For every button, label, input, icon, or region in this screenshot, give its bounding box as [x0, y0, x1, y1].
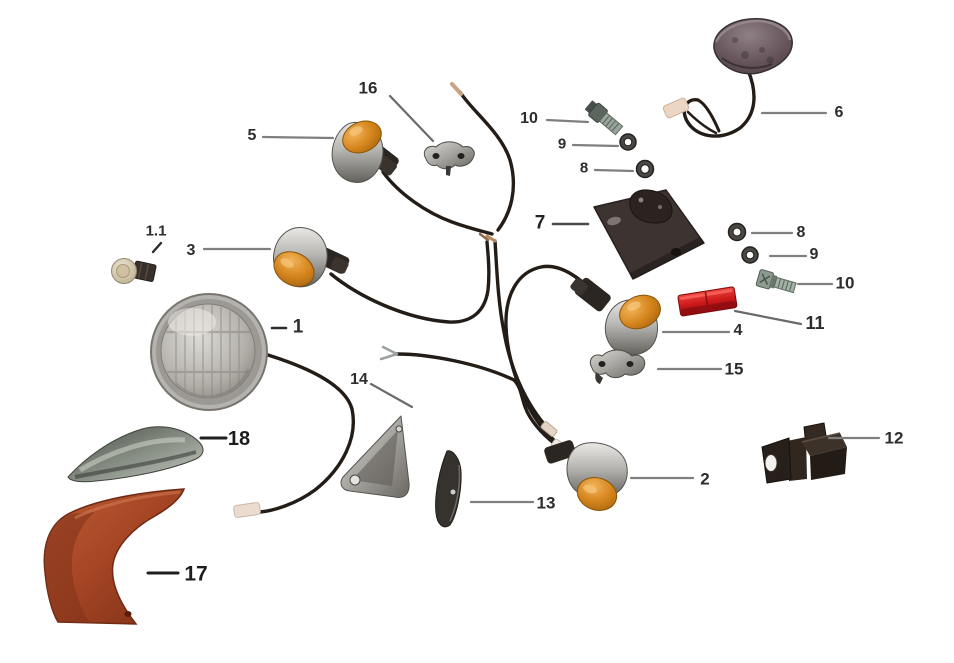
wire-top-lead-tip: [450, 82, 463, 96]
callout-10-left: 10: [520, 110, 538, 127]
callout-15: 15: [724, 359, 744, 379]
leader-9-left: [571, 143, 620, 148]
bolt-10-left: [584, 100, 624, 136]
wire-junction-down: [493, 239, 546, 426]
taillight-connector: [662, 97, 690, 119]
plate-bracket-part: [593, 189, 705, 280]
leader-14: [369, 382, 414, 409]
wire-front-left-signal: [381, 170, 494, 236]
wire-taillight-loop: [682, 68, 756, 138]
washer-8-left: [635, 159, 655, 179]
wire-front-right-signal: [329, 240, 491, 324]
wire-rear-left-signal: [395, 352, 568, 454]
blade-bracket-part: [435, 450, 462, 528]
bolt-10-right: [755, 269, 797, 294]
turn-signal-3-part: [273, 227, 350, 288]
fork-terminal: [379, 345, 399, 361]
callout-8-right: 8: [796, 224, 806, 241]
callout-1-1: 1.1: [145, 222, 167, 240]
callout-1: 1: [292, 316, 304, 338]
callout-16: 16: [358, 78, 378, 98]
leader-5: [261, 135, 335, 140]
junction-terminal-b: [478, 232, 490, 242]
callout-10-right: 10: [835, 273, 855, 293]
callout-17: 17: [184, 562, 208, 586]
callout-lines: [146, 94, 881, 575]
junction-terminal-a: [485, 234, 497, 243]
wire-taillight-branch: [696, 98, 721, 133]
headlight-part: [150, 293, 268, 411]
reflector-part: [677, 286, 738, 317]
washer-8-right: [727, 222, 747, 242]
signal-bracket-16-part: [423, 141, 475, 176]
callout-4: 4: [733, 322, 743, 339]
headlight-connector: [233, 502, 261, 518]
signal-bracket-15-part: [589, 349, 646, 384]
wire-rear-right-signal: [504, 264, 599, 446]
wire-top-lead: [458, 90, 516, 232]
callout-2: 2: [700, 469, 710, 489]
callout-6: 6: [834, 104, 844, 121]
relay-bracket-part: [761, 422, 847, 484]
callout-9-left: 9: [557, 135, 567, 153]
washer-9-left: [619, 133, 637, 151]
leader-10-left: [545, 118, 590, 124]
windscreen-part: [67, 426, 204, 483]
turn-signal-4-part: [570, 277, 661, 356]
turn-signal-5-part: [331, 120, 399, 183]
leader-16: [388, 94, 435, 143]
leader-8-left: [593, 168, 635, 173]
callout-13: 13: [536, 493, 556, 513]
callout-8-left: 8: [579, 159, 589, 177]
callout-18: 18: [227, 428, 251, 450]
callout-3: 3: [186, 242, 196, 259]
callout-12: 12: [884, 428, 904, 448]
washer-9-right: [741, 246, 759, 264]
taillight-part: [713, 18, 793, 75]
callout-7: 7: [534, 212, 546, 234]
wire-taillight-strand: [686, 110, 718, 135]
turn-signal-2-part: [544, 440, 628, 511]
wire-headlight: [256, 350, 355, 514]
callout-14: 14: [350, 371, 368, 388]
triangle-bracket-part: [340, 415, 410, 498]
connector-plug-a: [540, 421, 558, 437]
callout-9-right: 9: [809, 246, 819, 263]
bulb-part: [111, 258, 157, 284]
callout-5: 5: [247, 127, 257, 144]
leader-11: [733, 309, 803, 326]
wiring-harness: [256, 68, 756, 514]
fairing-part: [43, 488, 186, 625]
leader-1-1: [151, 241, 163, 254]
callout-11: 11: [805, 313, 825, 333]
